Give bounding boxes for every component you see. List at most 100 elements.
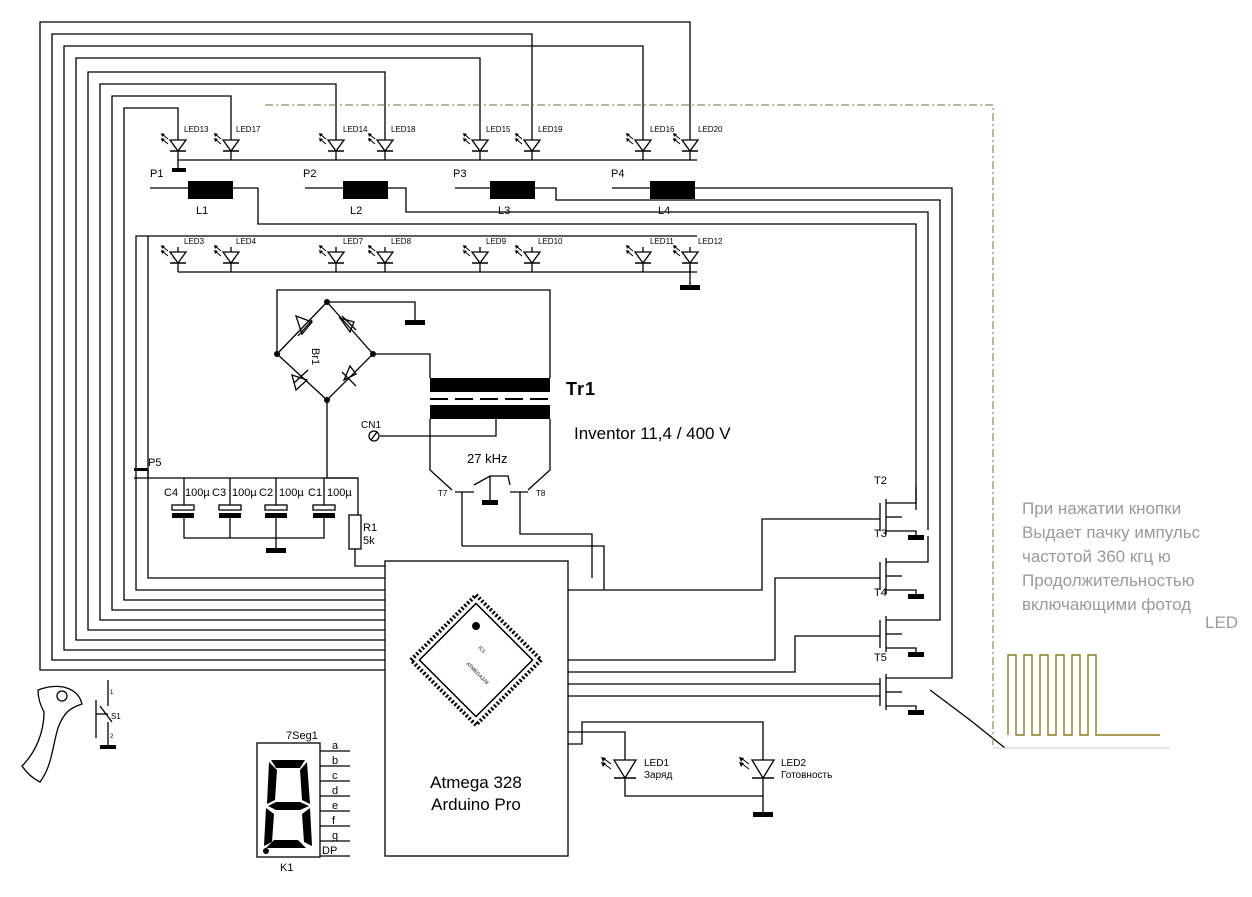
top-led (368, 133, 395, 160)
mosfets (879, 487, 1006, 749)
segment-label: c (332, 770, 338, 782)
segment-label: DP (322, 845, 337, 857)
segment-label: d (332, 785, 338, 797)
switch-pin2: 2 (110, 734, 114, 740)
resistor-r1 (348, 514, 385, 567)
coil-pin-label: P2 (303, 168, 316, 180)
note-line: Продолжительностью (1022, 571, 1195, 590)
top-led (673, 133, 700, 160)
capacitor-label: C2 (259, 487, 273, 499)
driver-transistors (455, 475, 605, 590)
ground-symbol (753, 812, 773, 817)
status-led-ready (739, 757, 776, 780)
mid-led (319, 245, 346, 272)
led-symbols (161, 133, 776, 780)
trigger-switch (21, 680, 116, 783)
seven-seg-label: 7Seg1 (286, 730, 318, 742)
status-led-wires (568, 721, 764, 812)
mid-led-label: LED4 (236, 237, 257, 246)
capacitor-value: 100µ (279, 487, 304, 499)
mid-led-label: LED9 (486, 237, 507, 246)
top-led-label: LED13 (184, 125, 209, 134)
mid-led (214, 245, 241, 272)
seven-segment-display (256, 742, 350, 858)
coil-label: L2 (350, 205, 362, 217)
capacitor-label: C4 (164, 487, 178, 499)
bus-wires (39, 21, 697, 671)
mid-led-label: LED10 (538, 237, 563, 246)
mosfet-label: T2 (874, 475, 887, 487)
segment-label: f (332, 815, 336, 827)
capacitor-bank (134, 468, 358, 553)
mid-led-label: LED8 (391, 237, 412, 246)
top-led-label: LED18 (391, 125, 416, 134)
capacitor-value: 100µ (185, 487, 210, 499)
top-led (161, 133, 188, 160)
transformer-caption: Inventor 11,4 / 400 V (574, 424, 731, 443)
coil-label: L4 (658, 205, 670, 217)
mosfet-label: T5 (874, 652, 887, 664)
mid-led (161, 245, 188, 272)
note-line: частотой 360 кгц ю (1022, 547, 1171, 566)
coil-label: L3 (498, 205, 510, 217)
transformer (368, 378, 551, 491)
transistor-label: T8 (536, 489, 546, 498)
top-led-row (172, 159, 697, 172)
mid-led-label: LED11 (650, 237, 674, 246)
segment-label: e (332, 800, 338, 812)
mosfet-wires (568, 518, 880, 697)
status-led-label: LED2 (781, 758, 806, 769)
segment-label: b (332, 755, 338, 767)
note-line: При нажатии кнопки (1022, 499, 1181, 518)
capacitor-pin-label: P5 (148, 457, 161, 469)
chip-marking: ATMEGA328 (465, 661, 490, 686)
coil-pin-label: P1 (150, 168, 163, 180)
capacitor-label: C1 (308, 487, 322, 499)
segment-label: a (332, 740, 339, 752)
top-led (214, 133, 241, 160)
pulse-train (1007, 654, 1160, 736)
mid-led-label: LED12 (698, 237, 723, 246)
capacitor-label: C3 (212, 487, 226, 499)
capacitor-value: 100µ (232, 487, 257, 499)
capacitor-value: 100µ (327, 487, 352, 499)
coil-pin-label: P3 (453, 168, 466, 180)
switch-label: S1 (111, 712, 121, 721)
switch-pin1: 1 (110, 690, 114, 696)
segment-label: g (332, 830, 338, 842)
bridge-label: Br1 (309, 348, 321, 365)
mid-led-label: LED7 (343, 237, 364, 246)
top-led-label: LED19 (538, 125, 563, 134)
dashed-frame (265, 104, 994, 748)
resistor-label: R1 (363, 522, 377, 534)
transistor-label: T7 (438, 489, 448, 498)
top-led-label: LED20 (698, 125, 723, 134)
top-led-label: LED15 (486, 125, 511, 134)
coils (150, 181, 953, 672)
resistor-value: 5k (363, 535, 375, 547)
top-led (626, 133, 653, 160)
note-line: Выдает пачку импульс (1022, 523, 1201, 542)
mid-led (673, 245, 700, 272)
bridge-rectifier (274, 289, 551, 515)
coil-pin-label: P4 (611, 168, 624, 180)
mid-led (463, 245, 490, 272)
seven-seg-bottom-label: K1 (280, 862, 293, 874)
mid-led-label: LED3 (184, 237, 205, 246)
top-led (463, 133, 490, 160)
frequency-label: 27 kHz (467, 451, 507, 466)
mid-led (515, 245, 542, 272)
status-led-label: LED1 (644, 758, 669, 769)
mosfet-label: T3 (874, 528, 887, 540)
top-led (515, 133, 542, 160)
status-led-charge (601, 757, 638, 780)
top-led-label: LED16 (650, 125, 675, 134)
mid-led (626, 245, 653, 272)
mosfet-label: T4 (874, 587, 887, 599)
mid-led (368, 245, 395, 272)
chip-designator: IC1 (477, 645, 487, 655)
status-led-caption: Заряд (644, 770, 672, 781)
mcu-line1: Atmega 328 (430, 773, 522, 792)
